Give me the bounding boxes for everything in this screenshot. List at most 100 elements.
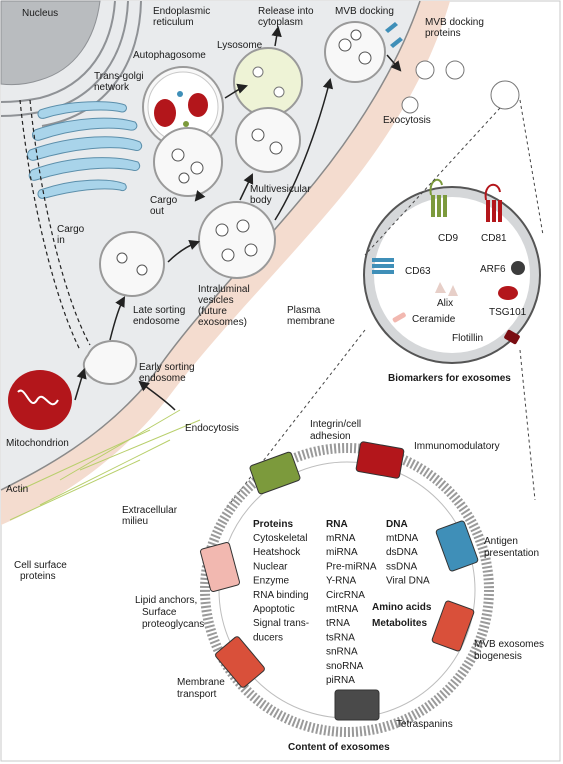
immunomodulatory-protein-icon [355,441,405,479]
mvb-docking-vesicle [324,21,386,83]
label-autophagosome: Autophagosome [133,50,206,61]
proteins-item: Enzyme [253,576,290,587]
label-cd63: CD63 [405,266,431,277]
rna-item: Y-RNA [326,576,357,587]
label-surface-proteins: Cell surface proteins [14,560,70,582]
lysosome [233,47,303,117]
label-nucleus: Nucleus [22,8,58,19]
proteins-item: Apoptotic [253,604,295,615]
autophagosome [142,66,224,148]
biomarkers-title: Biomarkers for exosomes [388,373,511,384]
label-exocytosis: Exocytosis [383,115,431,126]
label-release: Release into cytoplasm [258,6,316,28]
rna-item: snRNA [326,647,358,658]
arf6-icon [511,261,525,275]
trans-golgi-network [27,101,143,199]
label-ceramide: Ceramide [412,314,456,325]
label-er: Endoplasmic reticulum [153,6,213,28]
early-sorting-endosome [82,340,138,385]
integrin-protein-icon [249,451,301,495]
multivesicular-body-top [153,127,223,197]
antigen-protein-icon [435,520,479,572]
lysosome-fused [235,107,301,173]
rna-list: mRNA miRNA Pre-miRNA Y-RNA CircRNA mtRNA tRNA t… [326,533,377,686]
label-mitochondrion: Mitochondrion [6,438,69,449]
membrane-transport-protein-icon [215,636,265,688]
rna-item: Pre-miRNA [326,561,377,572]
plasma-membrane-line [0,0,421,491]
lipid-anchor-protein-icon [199,542,241,592]
label-membrane-transport: Membrane transport [177,677,228,700]
rna-item: mtRNA [326,604,359,615]
content-title: Content of exosomes [288,742,390,753]
alix-icon [435,282,458,296]
cd63-icon [372,258,394,274]
label-mvb-biogenesis: MVB exosomes biogenesis [474,639,547,662]
mvb-docking-proteins [385,22,403,48]
label-mvb-docking: MVB docking [335,6,394,17]
proteins-item: Heatshock [253,547,301,558]
label-endocytosis: Endocytosis [185,423,239,434]
rna-item: mRNA [326,533,356,544]
label-intraluminal: Intraluminal vesicles (future exosomes) [198,284,252,328]
biomarker-exosome [363,178,541,364]
amino-acids-label: Amino acids [372,602,432,613]
label-multivesicular-body: Multivesicular body [250,184,313,206]
proteins-item: Cytoskeletal [253,533,307,544]
label-cargo-in: Cargo in [57,224,87,246]
dna-item: dsDNA [386,547,418,558]
rna-item: CircRNA [326,590,365,601]
mitochondrion [8,370,72,430]
cd9-icon [429,178,447,217]
proteins-header: Proteins [253,519,293,530]
label-flotillin: Flotillin [452,333,483,344]
label-tsg101: TSG101 [489,307,527,318]
label-cd9: CD9 [438,233,458,244]
label-tetraspanins: Tetraspanins [396,719,453,730]
label-actin: Actin [6,484,28,495]
label-late-sorting: Late sorting endosome [133,305,188,327]
content-exosome [199,441,494,737]
label-lipid-anchors: Lipid anchors, Surface proteoglycans [135,595,204,630]
label-lysosome: Lysosome [217,40,263,51]
late-sorting-endosome [99,231,165,297]
label-mvb-docking-proteins: MVB docking proteins [425,17,487,39]
proteins-item: RNA binding [253,590,309,601]
flotillin-icon [504,329,520,345]
proteins-item: ducers [253,632,283,643]
label-cargo-out: Cargo out [150,195,180,217]
rna-item: tsRNA [326,632,355,643]
mvb-biogenesis-protein-icon [431,600,475,652]
intraluminal-vesicle-body [198,201,276,279]
proteins-item: Nuclear [253,561,288,572]
zoom-lines [224,99,544,511]
metabolites-label: Metabolites [372,618,427,629]
label-cd81: CD81 [481,233,507,244]
rna-item: tRNA [326,618,350,629]
rna-item: miRNA [326,547,358,558]
tetraspanin-protein-icon [334,689,380,721]
label-plasma-membrane: Plasma membrane [287,305,335,327]
label-antigen: Antigen presentation [484,536,539,559]
actin-filaments [9,409,201,521]
rna-item: piRNA [326,675,355,686]
nucleus [0,0,101,85]
label-alix: Alix [437,298,453,309]
label-extracellular: Extracellular milieu [122,505,180,527]
label-arf6: ARF6 [480,264,506,275]
label-trans-golgi: Trans-golgi network [94,71,146,93]
released-exosomes [401,60,520,114]
dna-item: ssDNA [386,561,417,572]
label-early-sorting: Early sorting endosome [139,362,197,384]
dna-item: mtDNA [386,533,419,544]
rna-header: RNA [326,519,348,530]
dna-list: mtDNA dsDNA ssDNA Viral DNA [386,533,430,587]
label-immunomodulatory: Immunomodulatory [414,441,500,452]
proteins-item: Signal trans- [253,618,309,629]
plasma-membrane-band [1,1,450,525]
dna-header: DNA [386,519,408,530]
dashed-transport-arrows [19,99,91,351]
dna-item: Viral DNA [386,576,430,587]
